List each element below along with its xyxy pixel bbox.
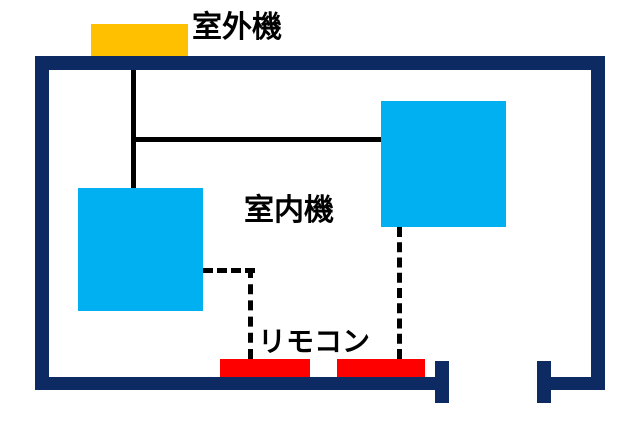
indoor-unit-left-box — [78, 188, 203, 311]
outdoor-unit-label: 室外機 — [192, 11, 282, 44]
outdoor-unit-box — [91, 24, 188, 56]
wall-left — [35, 56, 49, 390]
remote-link-left-horizontal — [203, 268, 255, 273]
wall-bottom-right-segment — [551, 377, 605, 390]
indoor-unit-right-box — [381, 101, 506, 227]
wall-right — [591, 56, 605, 390]
wall-top — [35, 56, 605, 70]
pipe-outdoor-to-indoor-vertical — [131, 56, 136, 188]
remote-control-label: リモコン — [258, 326, 371, 357]
remote-control-left-box — [220, 359, 310, 377]
pipe-branch-horizontal — [131, 137, 381, 142]
door-jamb-left — [435, 361, 449, 403]
remote-link-right-vertical — [397, 227, 402, 359]
remote-link-left-vertical — [248, 268, 253, 359]
door-jamb-right — [537, 361, 551, 403]
wall-bottom-left-segment — [35, 377, 435, 390]
indoor-unit-label: 室内機 — [244, 194, 334, 227]
remote-control-right-box — [337, 359, 425, 377]
